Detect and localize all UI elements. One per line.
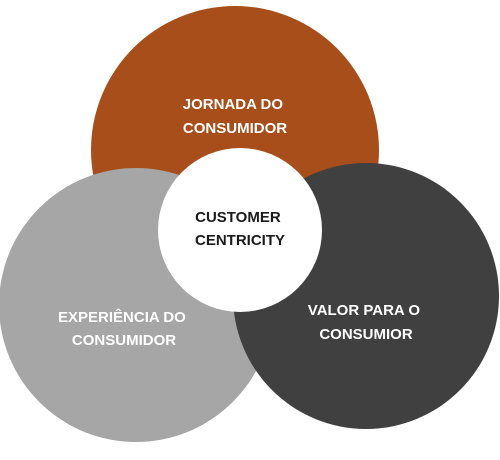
label-valor-line2: CONSUMIOR — [319, 326, 413, 343]
label-experiencia-do-consumidor: EXPERIÊNCIA DO CONSUMIDOR — [58, 308, 190, 349]
label-jornada-line1: JORNADA DO — [183, 96, 284, 113]
label-customer-centricity: CUSTOMER CENTRICITY — [195, 209, 285, 249]
label-valor-para-o-consumior: VALOR PARA O CONSUMIOR — [308, 302, 424, 343]
label-customer-line1: CUSTOMER — [195, 209, 281, 226]
label-experiencia-line2: CONSUMIDOR — [72, 332, 176, 349]
label-valor-line1: VALOR PARA O — [308, 302, 421, 319]
label-customer-line2: CENTRICITY — [195, 232, 285, 249]
label-jornada-do-consumidor: JORNADA DO CONSUMIDOR — [183, 96, 287, 137]
label-experiencia-line1: EXPERIÊNCIA DO — [58, 308, 186, 326]
circle-customer-centricity — [158, 148, 322, 312]
label-jornada-line2: CONSUMIDOR — [183, 120, 287, 137]
